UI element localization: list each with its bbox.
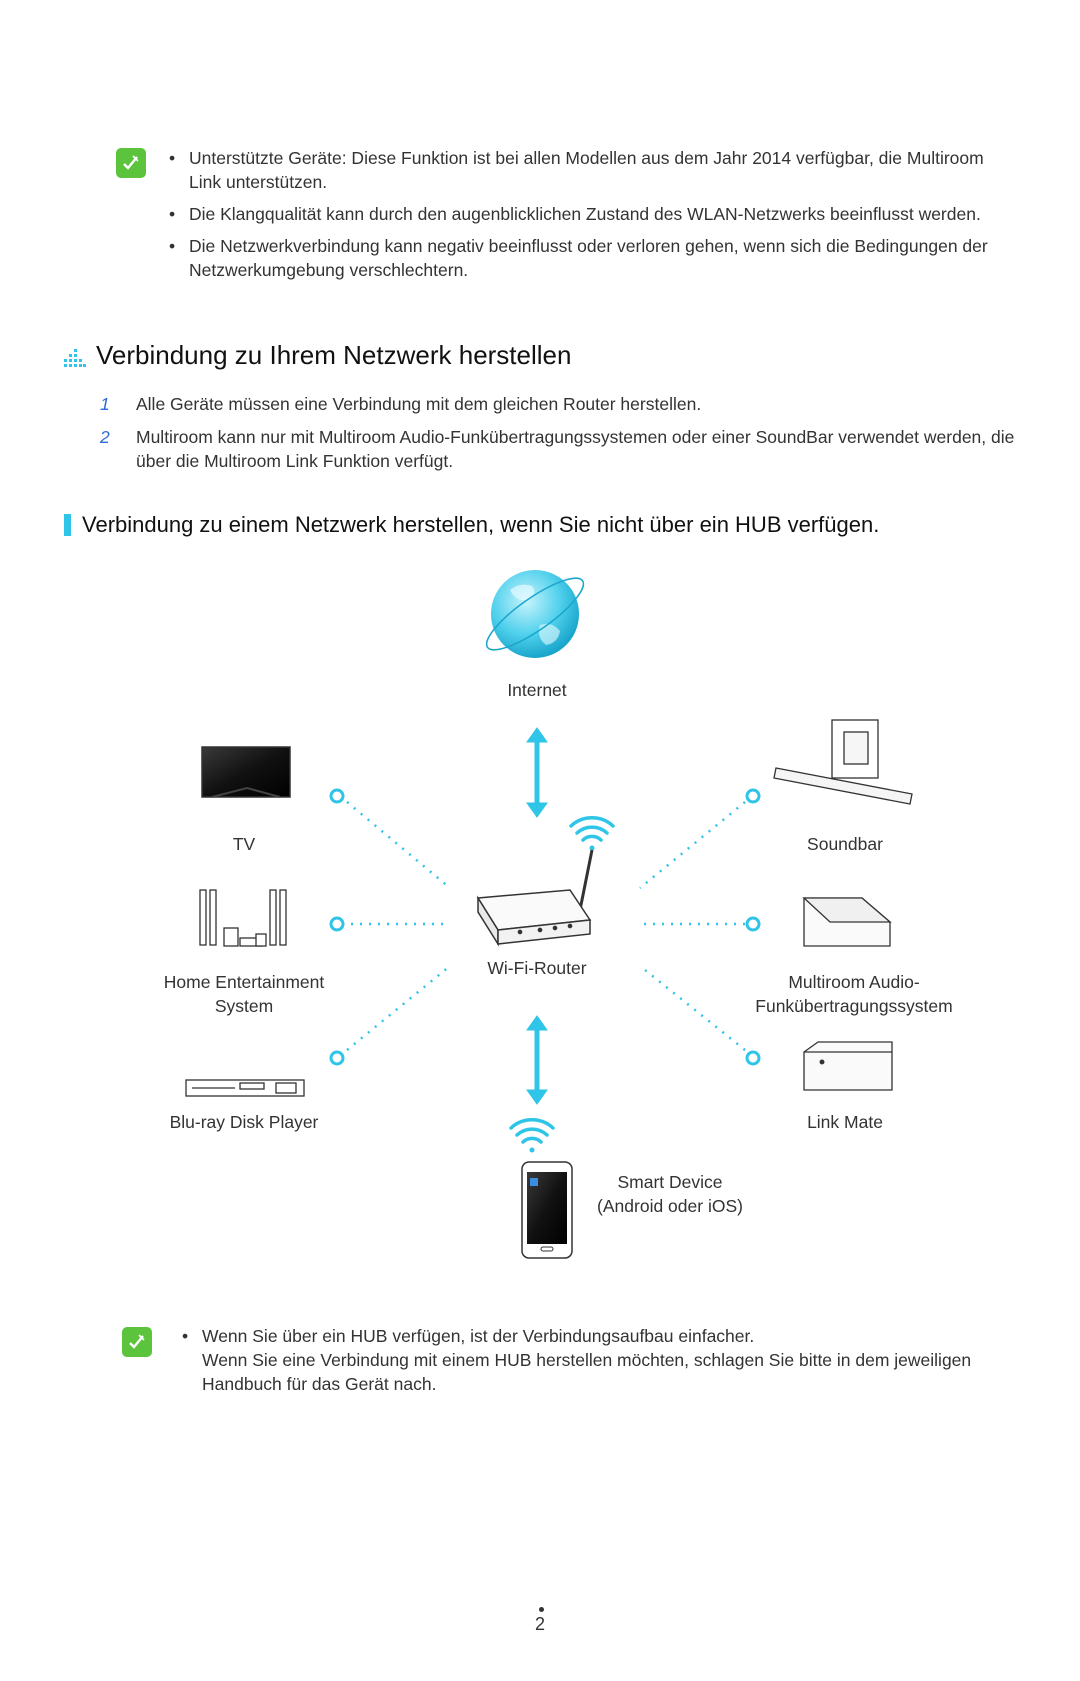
note-line: Wenn Sie über ein HUB verfügen, ist der … xyxy=(202,1326,755,1346)
step-number: 1 xyxy=(100,394,110,414)
subsection-title: Verbindung zu einem Netzwerk herstellen,… xyxy=(82,512,880,537)
label-line: Smart Device xyxy=(617,1172,723,1192)
pencil-check-icon xyxy=(123,155,139,170)
section-heading: Verbindung zu Ihrem Netzwerk herstellen xyxy=(64,340,571,371)
wifi-icon xyxy=(509,1118,555,1153)
wifi-icon xyxy=(569,816,615,851)
arrow-internet-router xyxy=(526,727,548,818)
link-endpoints xyxy=(329,788,761,1066)
router-icon xyxy=(476,849,594,947)
pencil-check-icon xyxy=(129,1334,145,1349)
tv-icon xyxy=(201,746,291,798)
label-multiroom: Multiroom Audio- Funkübertragungssystem xyxy=(744,970,964,1018)
step-text: Alle Geräte müssen eine Verbindung mit d… xyxy=(136,394,702,414)
label-link-mate: Link Mate xyxy=(807,1112,883,1132)
label-line: System xyxy=(214,996,274,1016)
note-icon xyxy=(122,1327,152,1357)
wireless-links xyxy=(346,801,746,1051)
subsection-heading: Verbindung zu einem Netzwerk herstellen,… xyxy=(64,512,879,538)
label-line: Home Entertainment xyxy=(163,972,325,992)
note-item: Die Klangqualität kann durch den augenbl… xyxy=(167,202,997,226)
label-line: Funkübertragungssystem xyxy=(755,996,953,1016)
multiroom-speaker-icon xyxy=(802,897,892,947)
bluray-player-icon xyxy=(185,1079,305,1097)
soundbar-icon xyxy=(773,719,913,805)
label-tv: TV xyxy=(232,834,256,854)
globe-icon xyxy=(485,570,585,658)
link-mate-icon xyxy=(803,1041,893,1091)
step-list: 1 Alle Geräte müssen eine Verbindung mit… xyxy=(100,392,1020,482)
label-router: Wi-Fi-Router xyxy=(487,958,587,978)
label-line: (Android oder iOS) xyxy=(597,1196,743,1216)
top-note-list: Unterstützte Geräte: Diese Funktion ist … xyxy=(167,146,997,290)
label-smart-device: Smart Device (Android oder iOS) xyxy=(590,1170,750,1218)
step-item: 2 Multiroom kann nur mit Multiroom Audio… xyxy=(100,425,1020,473)
note-line: Wenn Sie eine Verbindung mit einem HUB h… xyxy=(202,1350,972,1394)
note-item: Unterstützte Geräte: Diese Funktion ist … xyxy=(167,146,997,194)
note-item: Wenn Sie über ein HUB verfügen, ist der … xyxy=(180,1324,1010,1396)
page-marker-dot xyxy=(539,1607,544,1612)
smartphone-icon xyxy=(521,1161,573,1259)
section-title: Verbindung zu Ihrem Netzwerk herstellen xyxy=(96,340,572,370)
label-line: Multiroom Audio- xyxy=(788,972,920,992)
label-soundbar: Soundbar xyxy=(807,834,883,854)
note-item: Die Netzwerkverbindung kann negativ beei… xyxy=(167,234,997,282)
arrow-router-device xyxy=(526,1015,548,1105)
page-number: 2 xyxy=(534,1614,545,1634)
home-theater-icon xyxy=(199,889,287,947)
bottom-note-list: Wenn Sie über ein HUB verfügen, ist der … xyxy=(180,1324,1010,1404)
label-internet: Internet xyxy=(507,680,567,700)
step-number: 2 xyxy=(100,427,110,447)
step-text: Multiroom kann nur mit Multiroom Audio-F… xyxy=(136,427,1015,471)
section-bars-icon xyxy=(64,348,86,367)
note-icon xyxy=(116,148,146,178)
subsection-marker xyxy=(64,514,71,536)
step-item: 1 Alle Geräte müssen eine Verbindung mit… xyxy=(100,392,1020,416)
label-bluray: Blu-ray Disk Player xyxy=(169,1112,319,1132)
label-home-entertainment: Home Entertainment System xyxy=(144,970,344,1018)
